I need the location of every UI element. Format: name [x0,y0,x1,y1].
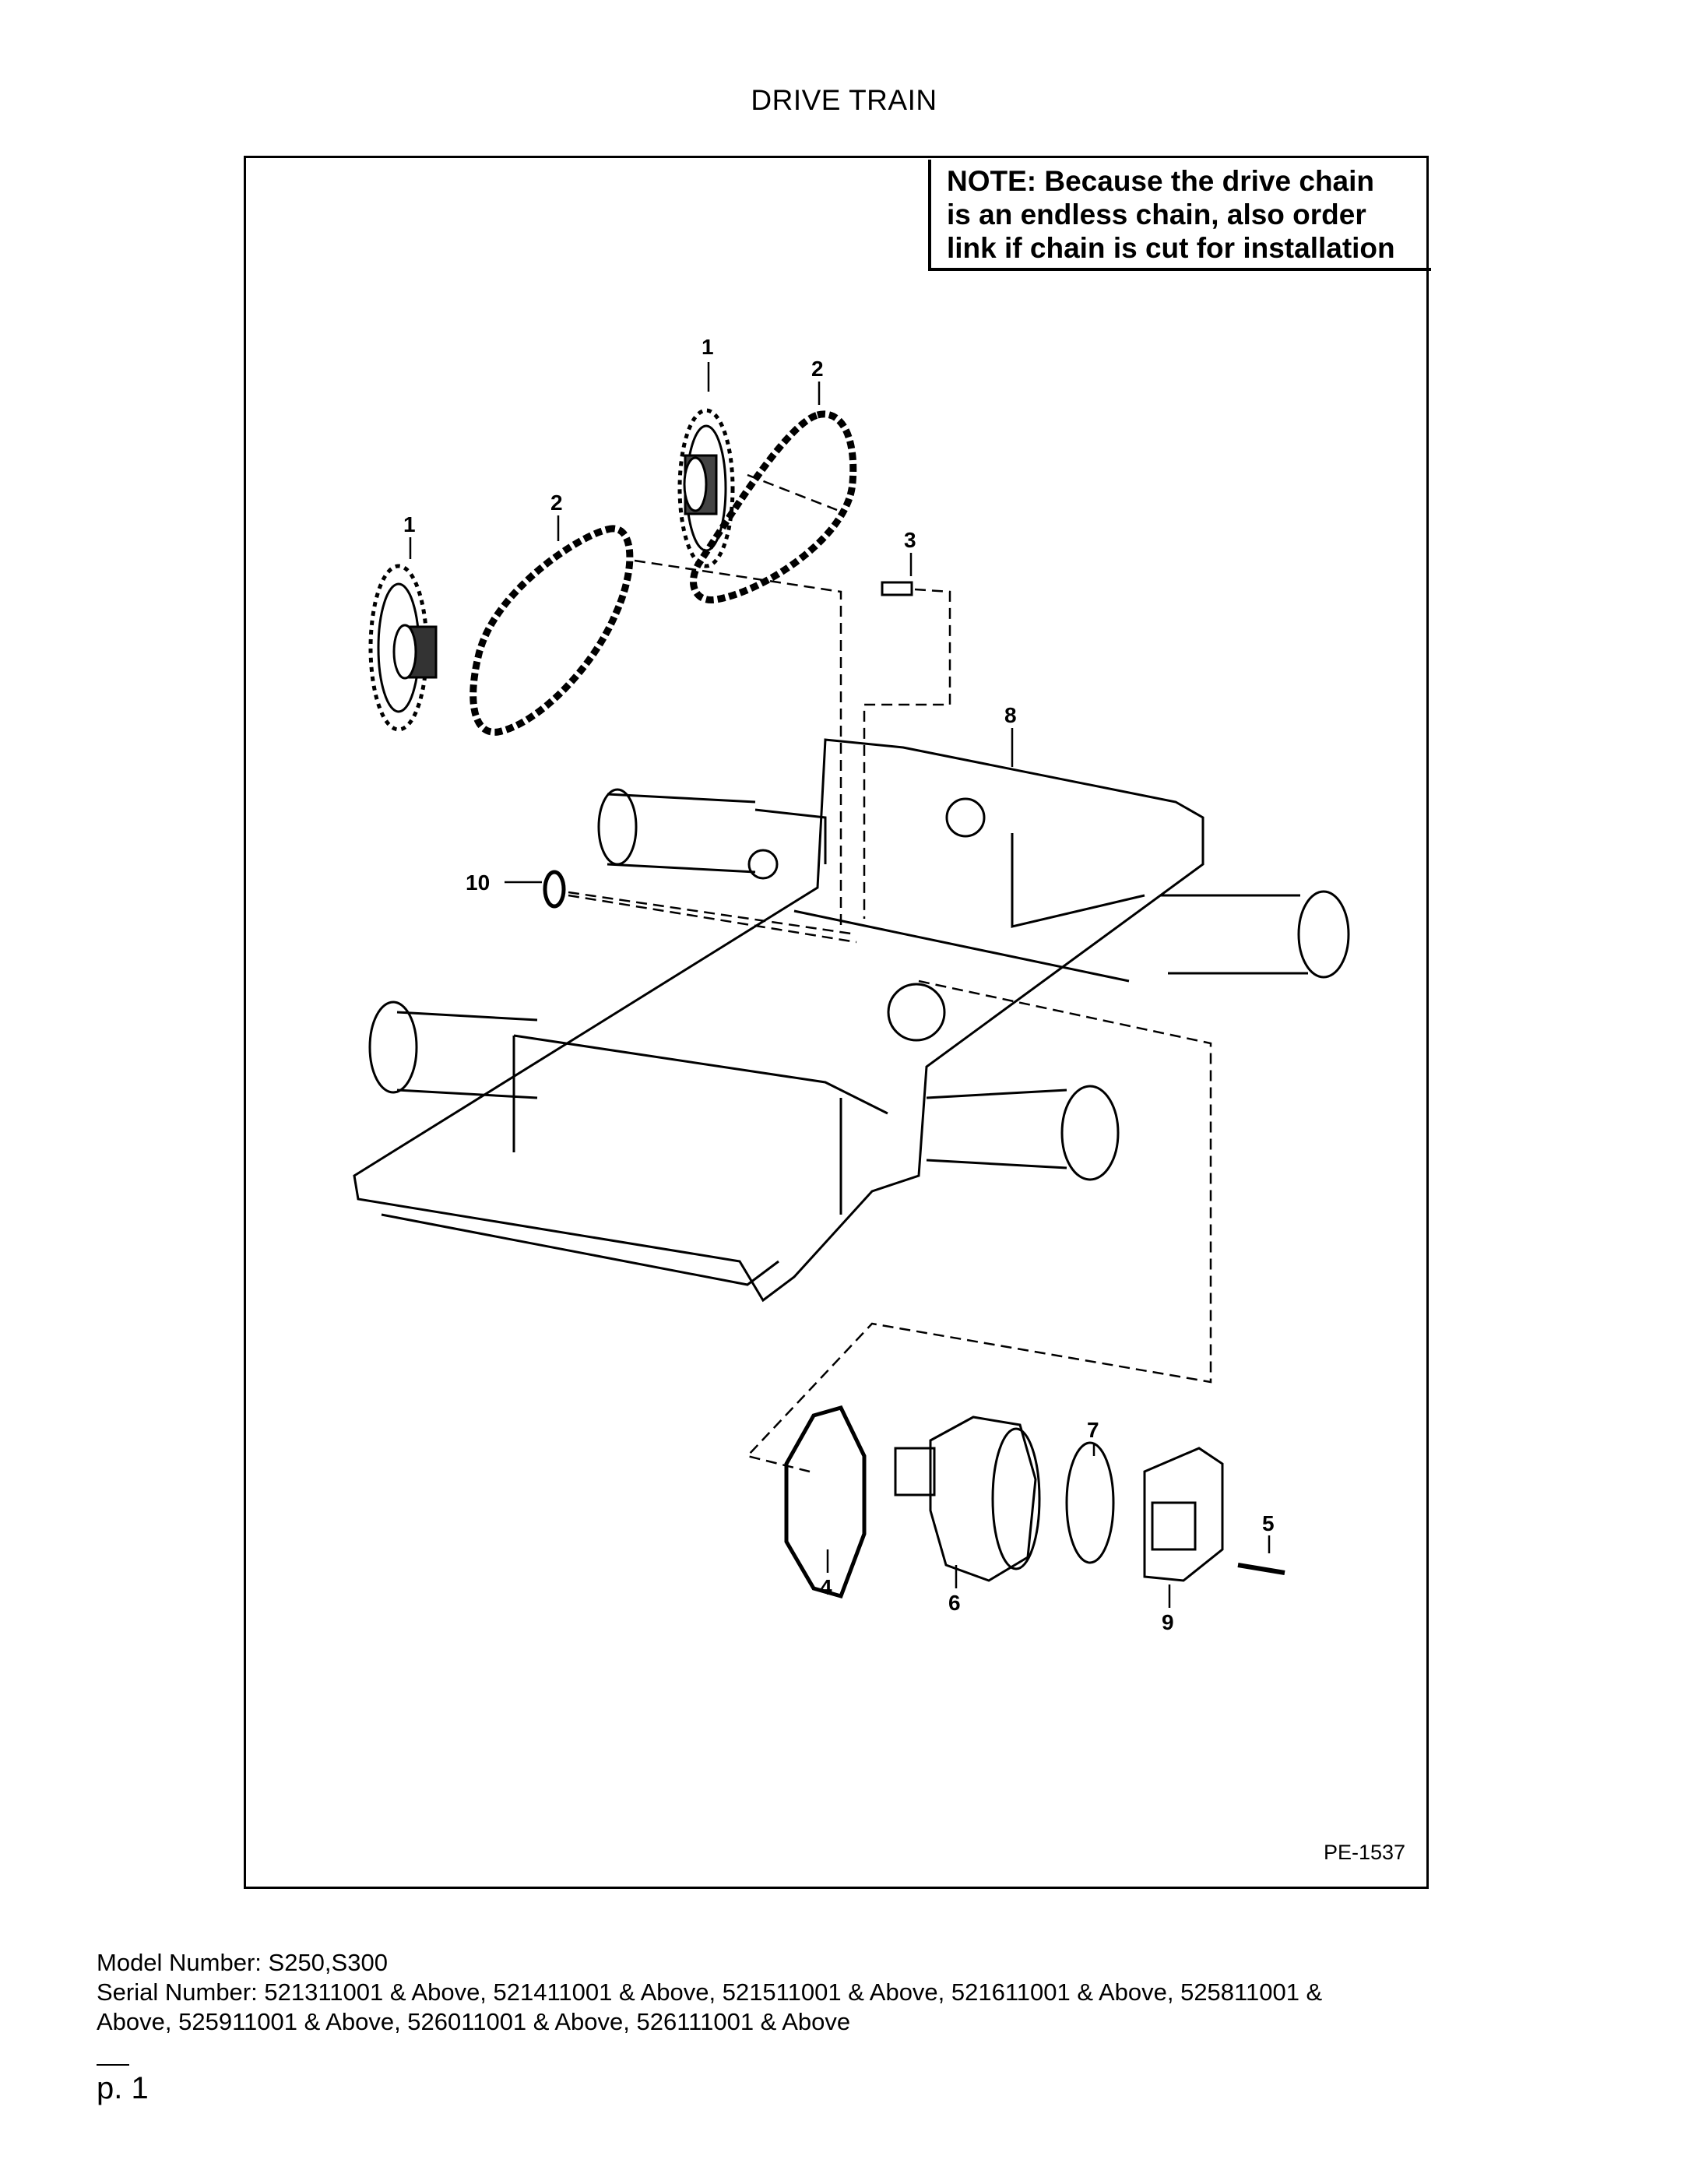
model-number: Model Number: S250,S300 [97,1949,388,1976]
callout-label: 3 [904,528,916,552]
callout-label: 7 [1087,1418,1099,1442]
chain-upper [690,410,857,603]
callout-label: 1 [702,335,714,359]
sprocket-lower [368,564,438,732]
note-box: NOTE: Because the drive chain is an endl… [928,160,1431,271]
callout-label: 4 [820,1575,832,1599]
figure-code: PE-1537 [1324,1841,1406,1864]
valve-block [1143,1447,1224,1582]
note-line-2: is an endless chain, also order [947,199,1366,230]
chain-lower [469,525,634,736]
sprocket-upper [677,408,735,568]
note-line-3: link if chain is cut for installation [947,232,1395,264]
serial-number-line-2: Above, 525911001 & Above, 526011001 & Ab… [97,2008,851,2035]
callout-label: 2 [550,491,563,515]
axle-tubes [368,788,1350,1181]
page-rule [97,2064,129,2066]
page-title: DRIVE TRAIN [751,84,937,116]
exploded-parts-diagram: 1 2 1 2 3 8 10 7 5 4 6 9 [353,335,1350,1634]
serial-number-line-1: Serial Number: 521311001 & Above, 521411… [97,1978,1323,2006]
bolt-5 [1237,1563,1285,1575]
note-line-1: NOTE: Because the drive chain [947,165,1375,197]
frame-body [353,738,1204,1303]
callout-label: 2 [811,357,824,381]
o-ring-7 [1065,1441,1115,1564]
callout-label: 10 [466,870,490,895]
drive-motor [894,1416,1041,1582]
callout-label: 6 [948,1591,961,1615]
callout-labels: 1 2 1 2 3 8 10 7 5 4 6 9 [403,335,1275,1634]
gasket-4 [784,1405,867,1599]
footer: Model Number: S250,S300 Serial Number: 5… [97,1948,1615,2037]
bolt-3 [881,581,913,596]
callout-label: 9 [1162,1610,1174,1634]
callout-label: 5 [1262,1511,1275,1535]
page-number: p. 1 [97,2071,149,2105]
washer-10 [543,870,566,909]
diagram-frame [244,156,1429,1889]
callout-label: 8 [1004,703,1017,727]
callout-label: 1 [403,512,416,536]
